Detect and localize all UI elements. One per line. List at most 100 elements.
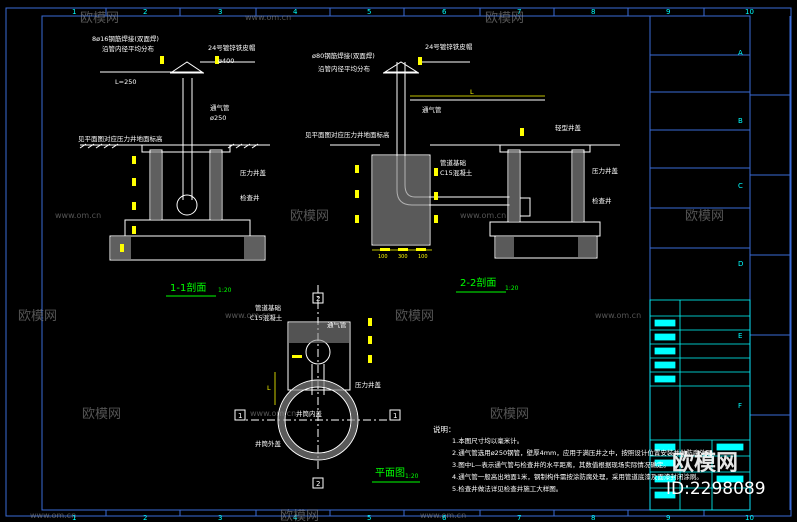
col-label-bottom-2: 2 xyxy=(143,514,147,522)
plan-label-pressure-well: 压力井盖 xyxy=(355,380,382,389)
watermark-url-6: www.om.cn xyxy=(250,409,296,418)
watermark-brand-large: 欧模网 xyxy=(672,450,738,476)
col-label-2: 2 xyxy=(143,8,147,16)
s2-scale: 1:20 xyxy=(505,285,519,292)
col-label-8: 8 xyxy=(591,8,595,16)
col-label-6: 6 xyxy=(442,8,447,16)
title-block-table xyxy=(649,299,751,511)
note-1: 1.本图尺寸均以毫米计。 xyxy=(452,436,523,445)
row-label-f: F xyxy=(738,402,742,410)
watermark-brand-9: 欧模网 xyxy=(280,509,319,522)
section-2-title: 2-2剖面 1:20 xyxy=(456,276,519,293)
watermarks: 欧模网 www.om.cn 欧模网 www.om.cn 欧模网 www.om.c… xyxy=(18,11,766,522)
col-label-1: 1 xyxy=(72,8,76,16)
section-2-dim-marks xyxy=(355,57,545,251)
plan-label-base: 管道基础 xyxy=(255,303,282,312)
watermark-brand-1: 欧模网 xyxy=(80,11,119,26)
s1-label-pipe2: 沿管内径平均分布 xyxy=(102,44,155,53)
s1-label-pipe: 8ø16钢筋焊接(双面焊) xyxy=(92,34,159,43)
s2-label-well-cover: 轻型井盖 xyxy=(555,123,582,132)
plan-label-base2: C15混凝土 xyxy=(250,313,283,322)
s2-label-floor: 见平面图对应压力井地面标高 xyxy=(305,130,390,139)
s2-label-pipe: ø80钢筋焊接(双面焊) xyxy=(312,51,375,60)
plan-title: 平面图 1:20 xyxy=(372,467,420,483)
plan-title-text: 平面图 xyxy=(375,467,405,479)
plan-ring-hatch xyxy=(278,323,358,460)
plan-dim-l: L xyxy=(267,384,271,392)
s1-left-dim: L=250 xyxy=(115,78,136,86)
col-label-bottom-8: 8 xyxy=(591,514,595,522)
col-label-7: 7 xyxy=(517,8,521,16)
plan-mark-2-top: 2 xyxy=(316,295,320,303)
section-2-labels: ø80钢筋焊接(双面焊) 沿管内径平均分布 24号镀锌铁皮帽 通气管 见平面图对… xyxy=(305,42,619,260)
s2-label-concrete2: C15混凝土 xyxy=(440,168,473,177)
watermark-url-7: www.om.cn xyxy=(30,511,76,520)
drawing-frame xyxy=(5,7,792,517)
s2-title: 2-2剖面 xyxy=(460,276,496,289)
plan-mark-1-right: 1 xyxy=(393,412,397,420)
section-2-concrete-hatch xyxy=(373,151,596,257)
notes-block: 说明： 1.本图尺寸均以毫米计。 2.通气管选用ø250钢管，壁厚4mm，应用于… xyxy=(433,424,719,493)
watermark-brand-6: 欧模网 xyxy=(395,309,434,324)
s2-dim-l: L xyxy=(470,88,474,96)
s1-label-cap-dim: ø400 xyxy=(218,57,234,65)
watermark-url-8: www.om.cn xyxy=(420,511,466,520)
watermark-brand-8: 欧模网 xyxy=(490,407,529,422)
col-label-bottom-5: 5 xyxy=(367,514,371,522)
s2-label-check-well: 检查井 xyxy=(592,196,612,205)
col-label-bottom-7: 7 xyxy=(517,514,521,522)
col-label-bottom-1: 1 xyxy=(72,514,76,522)
s2-dim-bottom-2: 300 xyxy=(398,254,408,260)
col-label-9: 9 xyxy=(666,8,670,16)
section-1-title: 1-1剖面 1:20 xyxy=(166,281,232,297)
col-label-bottom-3: 3 xyxy=(218,514,222,522)
row-label-a: A xyxy=(738,49,743,57)
plan-scale: 1:20 xyxy=(405,473,419,480)
note-4: 4.通气管一般高出地面1米，钢制构件需按涂防腐处理，采用管道底漆及面漆封闭涂刷。 xyxy=(452,472,703,481)
s1-label-vent-dim: ø250 xyxy=(210,114,226,122)
s2-dim-bottom-1: 100 xyxy=(378,254,388,260)
watermark-brand-3: 欧模网 xyxy=(290,209,329,224)
s2-label-vent: 通气管 xyxy=(422,105,442,114)
s2-label-cap: 24号镀锌铁皮帽 xyxy=(425,42,473,51)
col-label-10: 10 xyxy=(745,8,754,16)
frame-row-labels: A B C D E F xyxy=(738,49,743,410)
s1-label-floor: 见平面图对应压力井地面标高 xyxy=(78,134,163,143)
notes-heading: 说明： xyxy=(433,424,456,434)
s1-scale: 1:20 xyxy=(218,287,232,294)
col-label-bottom-4: 4 xyxy=(293,514,298,522)
section-1-dim-marks xyxy=(120,56,219,252)
frame-ticks xyxy=(105,8,790,516)
col-label-4: 4 xyxy=(293,8,298,16)
watermark-url-3: www.om.cn xyxy=(460,211,506,220)
s1-label-pressure-well: 压力井盖 xyxy=(240,168,267,177)
watermark-url-2: www.om.cn xyxy=(55,211,101,220)
plan-mark-2-bottom: 2 xyxy=(316,480,320,488)
plan-label-well-body: 井筒外盖 xyxy=(255,439,282,448)
watermark-brand-4: 欧模网 xyxy=(685,209,724,224)
plan-labels: 管道基础 C15混凝土 通气管 压力井盖 井筒内盖 井筒外盖 1 1 2 2 L xyxy=(238,295,397,488)
section-1-drawing xyxy=(79,61,270,261)
watermark-id: ID:2298089 xyxy=(666,479,766,499)
col-label-bottom-9: 9 xyxy=(666,514,670,522)
s2-dim-bottom-3: 100 xyxy=(418,254,428,260)
s1-title: 1-1剖面 xyxy=(170,281,206,294)
s1-label-cap: 24号镀锌铁皮帽 xyxy=(208,43,256,52)
col-label-bottom-6: 6 xyxy=(442,514,447,522)
plan-drawing xyxy=(234,285,401,489)
s1-label-check-well: 检查井 xyxy=(240,193,260,202)
plan-label-well-cover: 井筒内盖 xyxy=(296,409,323,418)
watermark-url-5: www.om.cn xyxy=(595,311,641,320)
row-label-c: C xyxy=(738,182,743,190)
s1-label-vent: 通气管 xyxy=(210,103,230,112)
watermark-url-4: www.om.cn xyxy=(225,311,271,320)
note-3: 3.图中L—表示通气管与检查井的水平距离，其数值根据现场实际情况确定。 xyxy=(452,460,670,469)
section-1-labels: 8ø16钢筋焊接(双面焊) 沿管内径平均分布 24号镀锌铁皮帽 ø400 通气管… xyxy=(78,34,267,202)
col-label-3: 3 xyxy=(218,8,222,16)
s2-label-pressure-well: 压力井盖 xyxy=(592,166,619,175)
watermark-url-1: www.om.cn xyxy=(245,13,291,22)
col-label-5: 5 xyxy=(367,8,371,16)
plan-dim-marks xyxy=(274,318,372,405)
